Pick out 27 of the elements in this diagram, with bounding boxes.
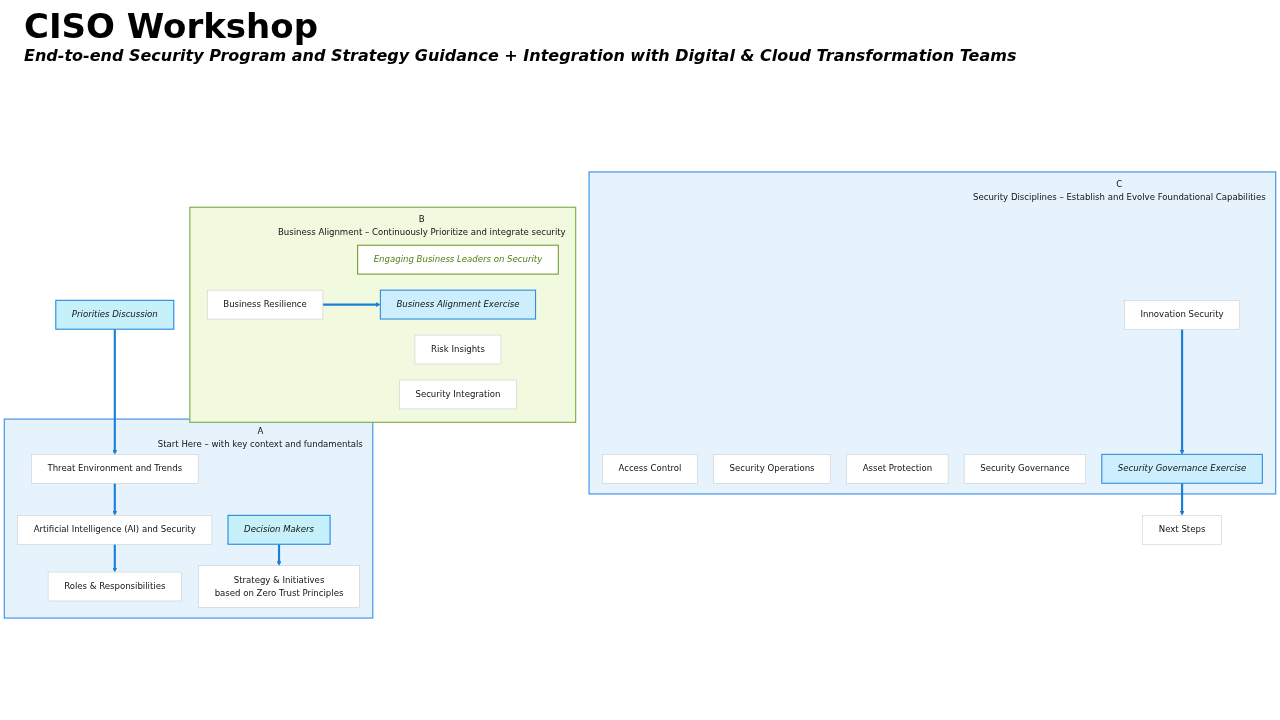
arrow xyxy=(276,544,282,566)
node-box: Access Control xyxy=(602,454,698,484)
subtitle: End-to-end Security Program and Strategy Guidance + Integration with Digital & Cloud Transformation Teams xyxy=(24,46,1018,65)
node-box: Artificial Intelligence (AI) and Security xyxy=(17,515,213,545)
arrow xyxy=(112,483,118,516)
arrow xyxy=(112,329,118,455)
arrow xyxy=(322,302,381,307)
node-box: Security Governance Exercise xyxy=(1101,453,1263,484)
node-box: Engaging Business Leaders on Security xyxy=(357,244,559,275)
node-box: Business Alignment Exercise xyxy=(379,289,537,320)
node-box: Asset Protection xyxy=(846,454,949,484)
arrow xyxy=(1179,483,1185,516)
title: CISO Workshop xyxy=(24,6,319,46)
arrow xyxy=(112,544,118,573)
node-box: Strategy & Initiatives based on Zero Trust Principles xyxy=(198,565,360,608)
node-box: Threat Environment and Trends xyxy=(31,454,199,484)
node-box: Security Governance xyxy=(963,454,1087,484)
node-box: Risk Insights xyxy=(414,334,502,365)
arrow xyxy=(1179,329,1185,455)
node-box: Innovation Security xyxy=(1124,300,1240,330)
node-box: Security Operations xyxy=(713,454,831,484)
node-box: Next Steps xyxy=(1142,515,1222,545)
node-box: Decision Makers xyxy=(227,514,331,545)
node-box: Roles & Responsibilities xyxy=(47,571,182,602)
node-box: Security Integration xyxy=(399,379,517,410)
node-box: Priorities Discussion xyxy=(55,299,175,330)
node-box: Business Resilience xyxy=(206,289,324,320)
